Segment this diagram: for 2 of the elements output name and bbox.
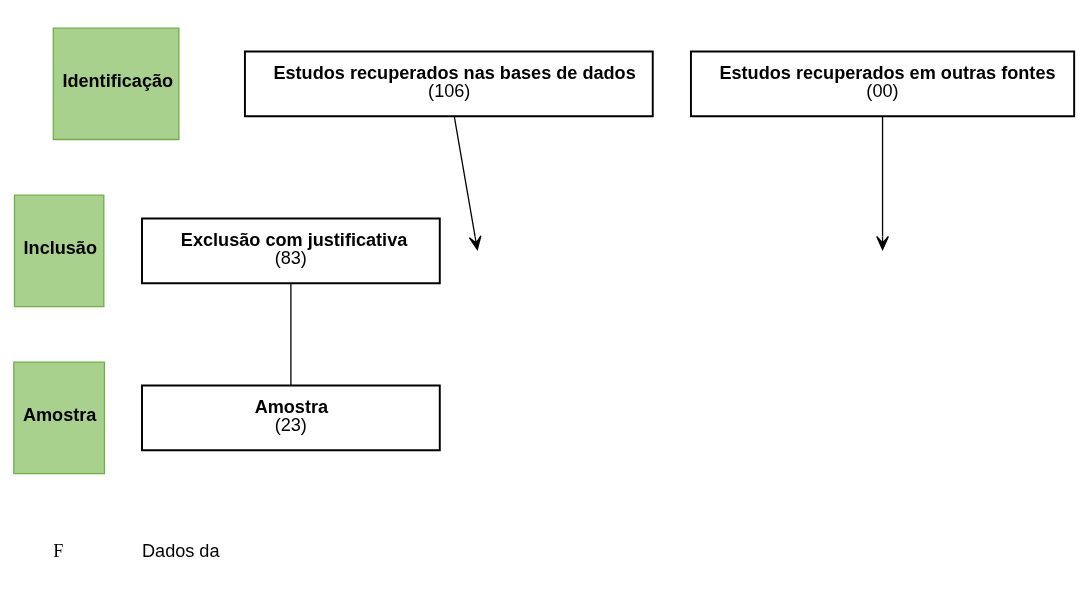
- label: Dados da: [142, 541, 220, 562]
- label: F: [53, 541, 64, 562]
